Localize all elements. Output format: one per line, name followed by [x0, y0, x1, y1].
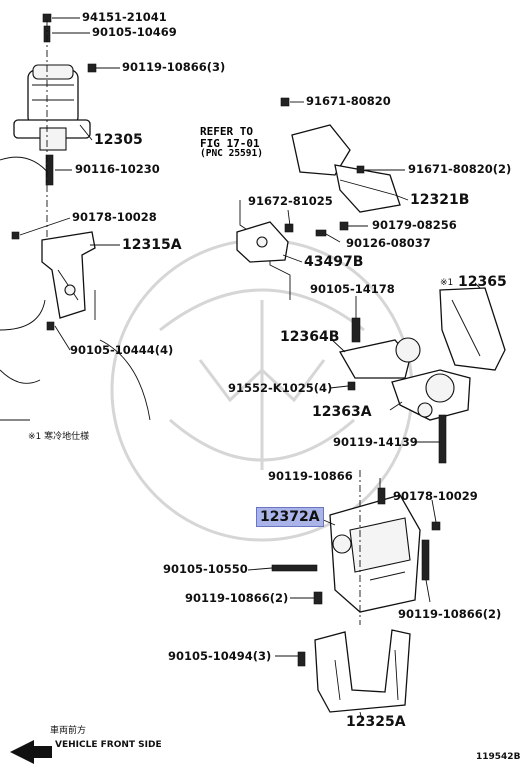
insulator-12363A	[391, 369, 471, 421]
engine-outline	[0, 156, 291, 421]
bolt-91552	[347, 381, 356, 391]
refer-line-2: FIG 17-01	[200, 136, 260, 150]
label-12305: 12305	[94, 132, 143, 148]
label-91671-80820: 91671-80820	[306, 94, 391, 108]
bolt-90179	[339, 221, 349, 231]
bolt-90105-10550	[271, 564, 318, 572]
label-91671-80820-2: 91671-80820(2)	[408, 162, 512, 176]
label-94151-21041: 94151-21041	[82, 10, 167, 24]
direction-jp: 車両前方	[50, 726, 87, 736]
label-90105-10469: 90105-10469	[92, 25, 177, 39]
bolt-90119-10866-right	[421, 539, 430, 581]
refer-block: REFER TO FIG 17-01 (PNC 25591)	[200, 126, 263, 159]
engine-mount-12305	[13, 64, 91, 151]
label-90119-10866-2-left: 90119-10866(2)	[185, 591, 289, 605]
bracket-43497B	[236, 221, 289, 263]
bolt-90178-10029	[431, 521, 441, 531]
bolt-90126	[315, 229, 327, 237]
label-12372A-highlighted[interactable]: 12372A	[256, 507, 324, 527]
label-90105-10444: 90105-10444(4)	[70, 343, 174, 357]
bracket-12315A	[41, 231, 96, 319]
label-91552-K1025: 91552-K1025(4)	[228, 381, 333, 395]
label-90119-10866-3: 90119-10866(3)	[122, 60, 226, 74]
label-90119-14139: 90119-14139	[333, 435, 418, 449]
bolt-90119-10866-mid	[377, 487, 386, 505]
label-90178-10029: 90178-10029	[393, 489, 478, 503]
label-90126-08037: 90126-08037	[346, 236, 431, 250]
mount-12372A	[329, 494, 421, 613]
label-90119-10866-2-right: 90119-10866(2)	[398, 607, 502, 621]
bracket-12321B	[291, 124, 401, 213]
label-12325A: 12325A	[346, 714, 406, 730]
mount-bracket-12364B	[338, 337, 421, 379]
engine-outline-2	[94, 290, 151, 421]
refer-line-1: REFER TO	[200, 125, 253, 138]
label-91672-81025: 91672-81025	[248, 194, 333, 208]
label-90105-10494: 90105-10494(3)	[168, 649, 272, 663]
bolt-90119-10866-left	[313, 591, 323, 605]
label-90105-10550: 90105-10550	[163, 562, 248, 576]
label-90119-10866: 90119-10866	[268, 469, 353, 483]
label-90178-10028: 90178-10028	[72, 210, 157, 224]
label-90105-14178: 90105-14178	[310, 282, 395, 296]
bolt-91672	[284, 223, 294, 233]
bolt-91671-right	[356, 165, 365, 174]
label-43497B: 43497B	[304, 254, 364, 270]
bolt-91671-top	[280, 97, 290, 107]
label-12315A: 12315A	[122, 237, 182, 253]
label-12364B: 12364B	[280, 329, 340, 345]
cover-12365	[439, 287, 506, 371]
note-cold-area: ※1 寒冷地仕様	[28, 432, 90, 442]
leader-lines	[19, 17, 481, 721]
bolt-90105-10494	[297, 651, 306, 667]
label-12365-mark: ※1	[440, 278, 454, 288]
label-12321B: 12321B	[410, 192, 470, 208]
label-90179-08256: 90179-08256	[372, 218, 457, 232]
bolt-90119-14139	[438, 414, 447, 464]
label-12363A: 12363A	[312, 404, 372, 420]
bolt-90178-10028	[11, 231, 20, 240]
bolt-90105-10444	[46, 321, 55, 331]
bolt-90105-14178	[351, 317, 361, 343]
label-12365: 12365	[458, 274, 507, 290]
refer-line-3: (PNC 25591)	[200, 148, 263, 160]
arrow-left-icon	[10, 740, 52, 764]
label-90116-10230: 90116-10230	[75, 162, 160, 176]
diagram-id: 119542B	[476, 752, 521, 762]
direction-en: VEHICLE FRONT SIDE	[55, 740, 162, 750]
bracket-12325A	[314, 629, 411, 713]
